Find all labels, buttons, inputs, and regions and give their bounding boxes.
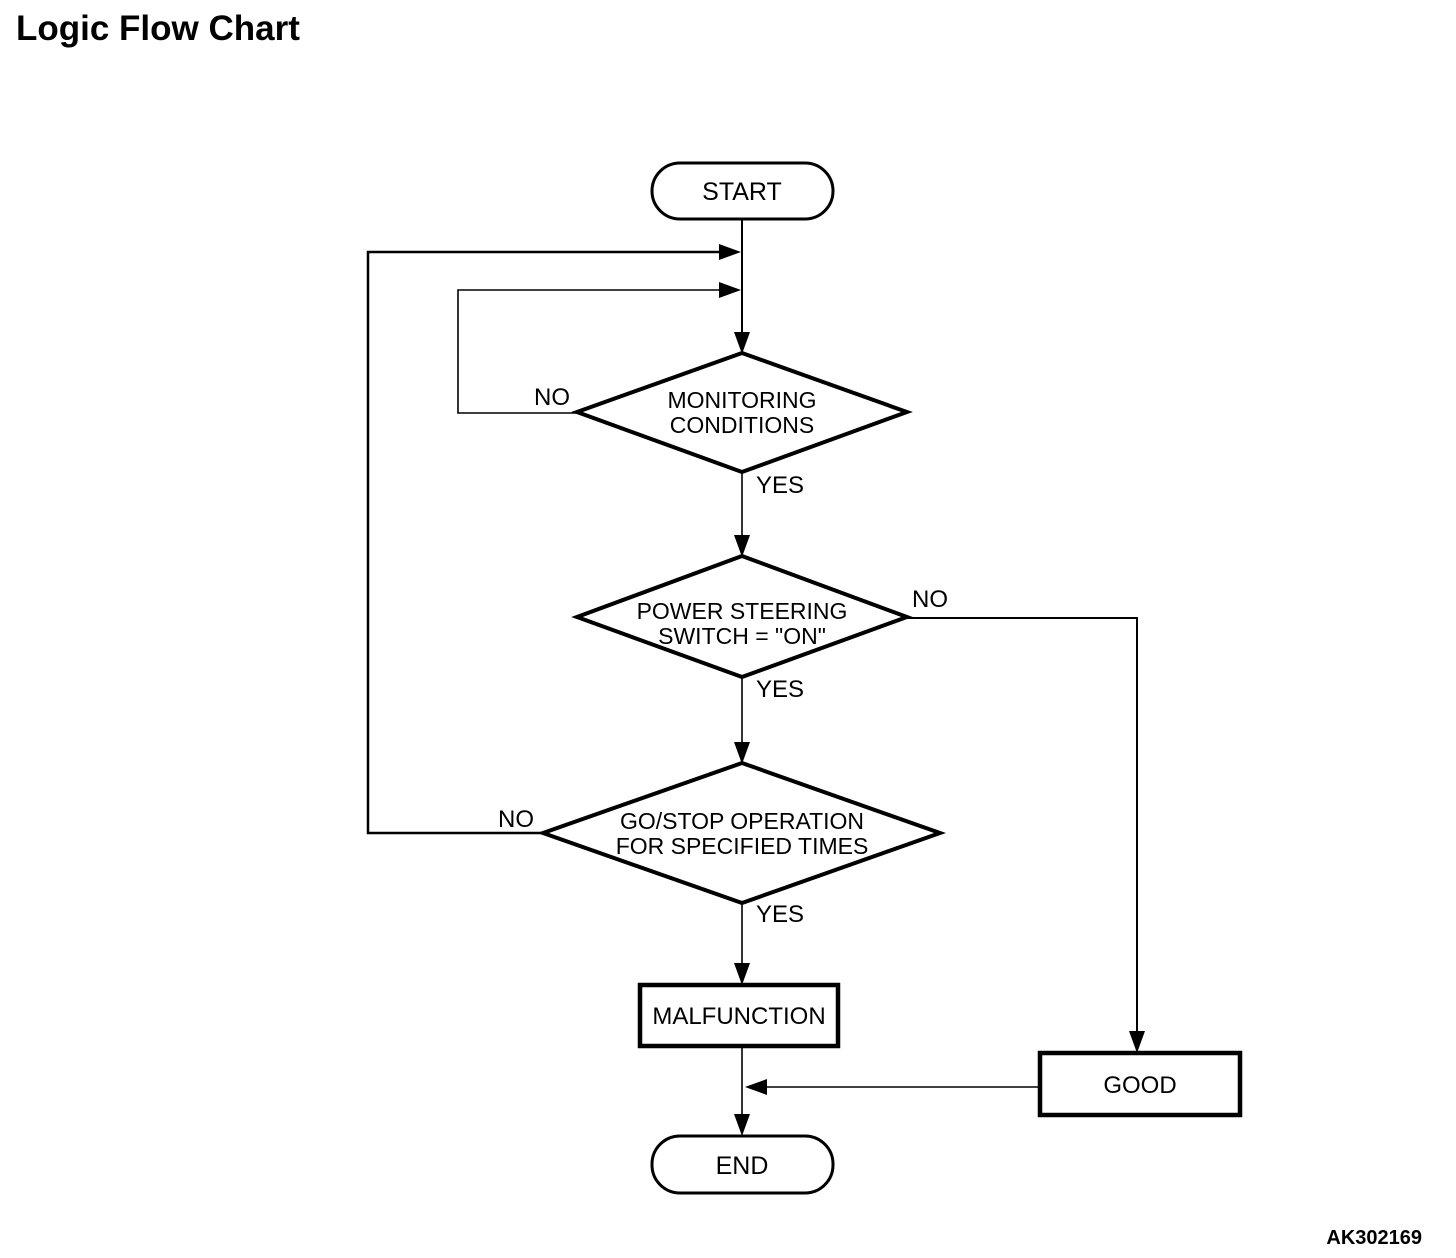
go-stop-yes-label: YES (756, 901, 804, 928)
good-label: GOOD (1103, 1072, 1176, 1099)
arrowhead-into-good-icon (1129, 1031, 1145, 1053)
arrowhead-into-monitoring-icon (734, 332, 750, 354)
end-label: END (716, 1152, 769, 1180)
monitoring-label-line2: CONDITIONS (670, 412, 814, 438)
monitoring-no-label: NO (534, 384, 570, 411)
go-stop-no-label: NO (498, 806, 534, 833)
malfunction-label: MALFUNCTION (652, 1003, 825, 1030)
page-title: Logic Flow Chart (16, 9, 300, 48)
good-process-box (1037, 1050, 1243, 1118)
figure-code: AK302169 (1326, 1227, 1422, 1249)
monitoring-decision-shape (571, 350, 913, 475)
arrowhead-good-merge-icon (745, 1079, 767, 1095)
go-stop-label-line2: FOR SPECIFIED TIMES (616, 833, 869, 859)
arrowhead-into-end-icon (734, 1114, 750, 1136)
edge-monitoring-no-loop (457, 289, 722, 414)
power-steering-label-line2: SWITCH = "ON" (658, 623, 826, 649)
arrowhead-monitoring-loop-icon (719, 282, 741, 298)
power-steering-decision-shape (571, 553, 913, 680)
power-steering-yes-label: YES (756, 676, 804, 703)
arrowhead-into-gostop-icon (734, 742, 750, 764)
edge-gostop-no-loop (366, 250, 722, 835)
monitoring-yes-label: YES (756, 472, 804, 499)
arrowhead-into-malfunction-icon (734, 963, 750, 985)
start-terminator (650, 161, 835, 221)
malfunction-process-box (637, 982, 841, 1049)
start-label: START (702, 178, 782, 206)
arrowhead-into-power-icon (734, 535, 750, 557)
go-stop-decision-shape (536, 760, 947, 906)
power-steering-no-label: NO (912, 586, 948, 613)
end-terminator (650, 1134, 835, 1195)
power-steering-label-line1: POWER STEERING (637, 598, 848, 624)
arrowhead-gostop-loop-icon (719, 244, 741, 260)
go-stop-label-line1: GO/STOP OPERATION (620, 808, 864, 834)
edge-power-no-branch (906, 617, 1138, 1035)
monitoring-label-line1: MONITORING (667, 387, 816, 413)
